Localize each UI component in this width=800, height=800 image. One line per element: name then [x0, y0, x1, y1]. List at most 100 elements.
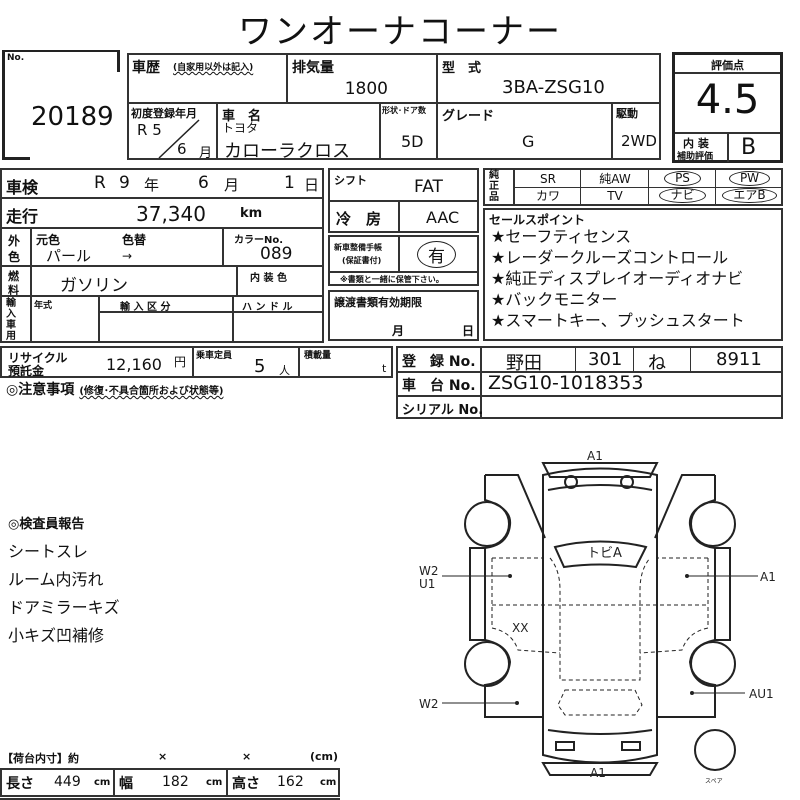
- equipment-label: ナビ: [659, 188, 706, 203]
- sales-label: セールスポイント: [489, 213, 586, 227]
- color-no: 089: [260, 244, 293, 264]
- registration-area: 野田: [506, 353, 542, 374]
- cargo-label: 【荷台内寸】約: [2, 752, 79, 765]
- sales-point-item: ★レーダークルーズコントロール: [491, 248, 729, 267]
- width-label: 幅: [119, 776, 133, 792]
- fuel-label-2: 料: [8, 284, 19, 297]
- inspector-item: シートスレ: [8, 542, 89, 561]
- equipment-item: エアB: [716, 187, 783, 204]
- shift-cell: シフト FAT: [328, 168, 479, 202]
- equipment-item: PS: [649, 170, 716, 187]
- cargo-x1: ×: [158, 750, 168, 763]
- car-body: [541, 462, 659, 776]
- fuel-label: 燃: [8, 270, 19, 283]
- capacity-unit: 人: [279, 364, 290, 377]
- history-label: 車歴: [132, 60, 160, 76]
- ac-label: 冷 房: [336, 210, 382, 228]
- ac-cell: 冷 房 AAC: [328, 200, 479, 233]
- color-label-2: 色: [8, 250, 21, 264]
- inspector-item: ルーム内汚れ: [8, 570, 104, 589]
- mileage-label: 走行: [6, 207, 39, 226]
- import-class-label: 輸 入 区 分: [120, 302, 171, 313]
- drive-value: 2WD: [621, 132, 657, 150]
- notes-title: ◎注意事項: [6, 382, 75, 398]
- doors-cell: 形状･ドア数 5D: [379, 102, 438, 160]
- registration-number: 8911: [716, 349, 762, 370]
- length-label: 長さ: [6, 776, 34, 792]
- inspector-item: 小キズ凹補修: [8, 626, 105, 645]
- inspection-month-unit: 月: [224, 176, 240, 194]
- manual-note: ※書類と一緒に保管下さい。: [340, 275, 444, 284]
- color-label: 外: [8, 234, 21, 248]
- inspection-day-unit: 日: [304, 176, 320, 194]
- diagram-left-mid: XX: [512, 621, 528, 635]
- registration-label: 登 録 No.: [402, 354, 476, 370]
- mileage-value: 37,340: [136, 202, 206, 226]
- sales-point-item: ★純正ディスプレイオーディオナビ: [491, 269, 744, 288]
- registration-table: 登 録 No. 車 台 No. シリアル No. 野田 301 ね 8911 Z…: [396, 346, 783, 419]
- orig-color: パール: [46, 247, 92, 265]
- equipment-item: TV: [581, 187, 649, 204]
- mileage-unit: km: [240, 206, 263, 221]
- handle-label: ハ ン ド ル: [242, 302, 293, 313]
- interior-score: B: [741, 135, 757, 160]
- displacement-cell: 排気量 1800: [286, 53, 438, 104]
- color-change-label: 色替: [122, 233, 147, 247]
- inspection-row: 車検 R 9 年 6 月 1 日: [0, 168, 324, 199]
- equipment-item: ナビ: [649, 187, 716, 204]
- spare-tire-icon: [694, 729, 736, 771]
- doors-value: 5D: [401, 132, 424, 151]
- recycle-label: リサイクル: [8, 351, 68, 365]
- callout-lines: [442, 574, 758, 705]
- diagram-left-rear: W2: [419, 697, 439, 711]
- manual-value: 有: [417, 241, 456, 268]
- manual-sublabel: (保証書付): [342, 256, 382, 265]
- right-side: [654, 474, 736, 718]
- color-change: →: [122, 249, 133, 263]
- orig-color-label: 元色: [36, 233, 61, 247]
- sales-point-item: ★スマートキー、プッシュスタート: [491, 311, 745, 330]
- equipment-label: 純AW: [599, 172, 631, 186]
- equipment-label: PW: [728, 171, 771, 186]
- history-cell: 車歴 (自家用以外は記入): [127, 53, 288, 104]
- equipment-label: PS: [664, 171, 701, 186]
- first-reg-month: 6: [177, 140, 187, 158]
- inspector-item: ドアミラーキズ: [8, 598, 120, 617]
- lot-label: No.: [7, 53, 25, 63]
- notes-subtitle: (修復･不具合箇所および状態等): [79, 386, 224, 397]
- model-code-value: 3BA-ZSG10: [502, 77, 605, 98]
- recycle-value: 12,160: [106, 355, 162, 374]
- diagram-right-rear: AU1: [749, 687, 774, 701]
- diagram-windshield: トビA: [587, 546, 622, 561]
- shift-label: シフト: [334, 174, 367, 187]
- transfer-label: 譲渡書類有効期限: [334, 296, 422, 309]
- equipment-label: カワ: [535, 189, 560, 203]
- car-maker: トヨタ: [222, 121, 259, 135]
- cargo-x2: ×: [242, 750, 252, 763]
- first-reg-label: 初度登録年月: [131, 107, 197, 120]
- drive-label: 駆動: [616, 107, 638, 120]
- score-box: 評価点 4.5 内 装 補助評価 B: [672, 52, 783, 163]
- load-label: 積載量: [304, 351, 332, 361]
- transfer-day-unit: 日: [462, 324, 475, 338]
- inspection-era: R: [94, 173, 106, 193]
- model-code-cell: 型 式 3BA-ZSG10: [436, 53, 661, 104]
- sales-point-item: ★バックモニター: [491, 290, 618, 309]
- manual-label: 新車整備手帳: [334, 243, 382, 252]
- damage-diagram: A1 トビA W2 U1 A1 XX W2 AU1 A1 スペア: [419, 449, 776, 785]
- inspector-report: ◎検査員報告 シートスレルーム内汚れドアミラーキズ小キズ凹補修: [8, 513, 120, 650]
- interior-color-label: 内 装 色: [250, 273, 287, 284]
- drive-cell: 駆動 2WD: [611, 102, 661, 160]
- diagram-left-front-1: W2: [419, 564, 439, 578]
- first-reg-year: R 5: [137, 121, 162, 139]
- cargo-header: 【荷台内寸】約 × × (cm): [0, 750, 340, 768]
- recycle-row: リサイクル 預託金 12,160 円 乗車定員 5 人 積載量 t: [0, 346, 393, 378]
- capacity-value: 5: [254, 356, 266, 377]
- color-row: 外 色 元色 色替 パール → カラーNo. 089: [0, 227, 324, 267]
- length-unit: cm: [94, 777, 111, 788]
- equipment-item: 純AW: [581, 170, 649, 187]
- shift-value: FAT: [414, 177, 443, 197]
- chassis-value: ZSG10-1018353: [488, 372, 644, 394]
- chassis-label: 車 台 No.: [402, 378, 476, 394]
